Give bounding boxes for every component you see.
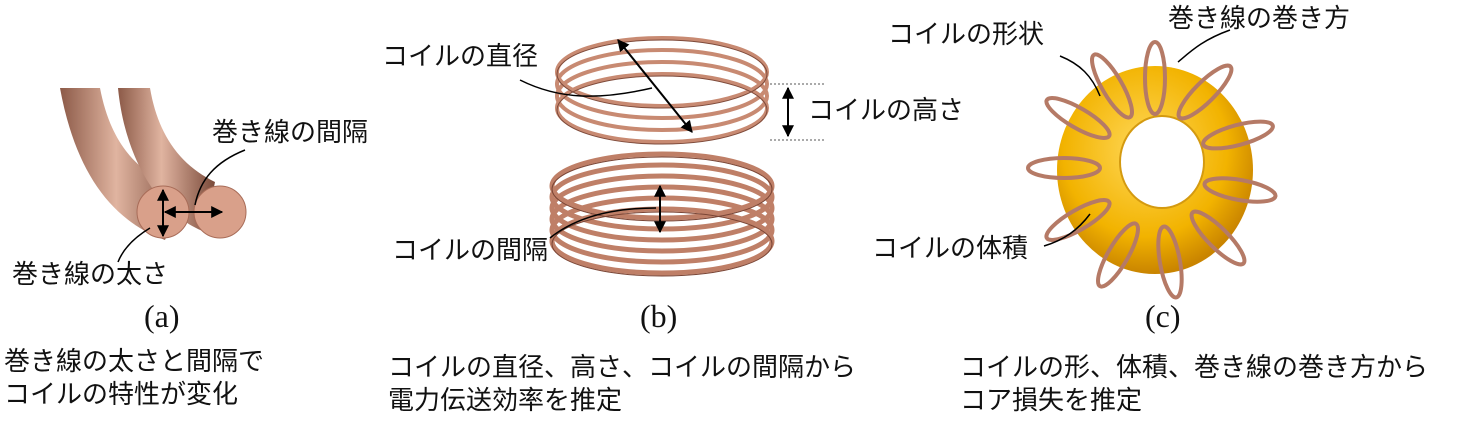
- label-thickness: 巻き線の太さ: [12, 260, 169, 290]
- wire-cross-section-illustration: [60, 88, 247, 263]
- toroid-windings: [1026, 40, 1278, 300]
- panel-tag-a: (a): [144, 298, 180, 334]
- spacing-leader: [194, 149, 246, 206]
- caption-line: 巻き線の太さと間隔で: [4, 347, 265, 377]
- label-spacing: 巻き線の間隔: [212, 118, 369, 148]
- caption-b: コイルの直径、高さ、コイルの間隔から 電力伝送効率を推定: [388, 352, 856, 418]
- upper-coil: [555, 36, 769, 144]
- label-diameter: コイルの直径: [382, 42, 539, 72]
- gap-leader: [549, 207, 657, 239]
- label-shape: コイルの形状: [888, 20, 1045, 50]
- thickness-leader: [117, 227, 151, 263]
- caption-a: 巻き線の太さと間隔で コイルの特性が変化: [4, 346, 264, 412]
- caption-line: 電力伝送効率を推定: [388, 386, 623, 416]
- wire-right: [118, 88, 215, 232]
- panel-tag-c: (c): [1145, 298, 1181, 334]
- panel-b: コイルの直径 コイルの高さ コイルの間隔 (b) コイルの直径、高さ、コイルの間…: [370, 0, 964, 424]
- lower-coil: [549, 151, 775, 276]
- toroidal-coil-illustration: [1026, 29, 1278, 300]
- toroid-hole: [1119, 115, 1205, 209]
- caption-c: コイルの形、体積、巻き線の巻き方から コア損失を推定: [960, 352, 1428, 418]
- label-height: コイルの高さ: [808, 96, 965, 126]
- label-gap: コイルの間隔: [392, 236, 549, 266]
- panel-tag-b: (b): [640, 298, 678, 334]
- diameter-leader: [519, 79, 653, 97]
- coil-pair-illustration: [519, 36, 825, 277]
- diameter-arrow-icon: [617, 39, 693, 133]
- panel-c: 巻き線の巻き方 コイルの形状 コイルの体積 (c) コイルの形、体積、巻き線の巻…: [872, 0, 1457, 424]
- panel-a: 巻き線の間隔 巻き線の太さ (a) 巻き線の太さと間隔で コイルの特性が変化: [0, 0, 368, 424]
- label-volume: コイルの体積: [872, 234, 1029, 264]
- volume-leader: [1043, 213, 1091, 247]
- caption-line: コア損失を推定: [960, 386, 1143, 416]
- caption-line: コイルの特性が変化: [4, 380, 239, 410]
- caption-line: コイルの直径、高さ、コイルの間隔から: [388, 353, 857, 383]
- winding-leader: [1177, 29, 1231, 63]
- label-winding: 巻き線の巻き方: [1168, 4, 1351, 34]
- shape-leader: [1059, 55, 1101, 97]
- caption-line: コイルの形、体積、巻き線の巻き方から: [960, 353, 1429, 383]
